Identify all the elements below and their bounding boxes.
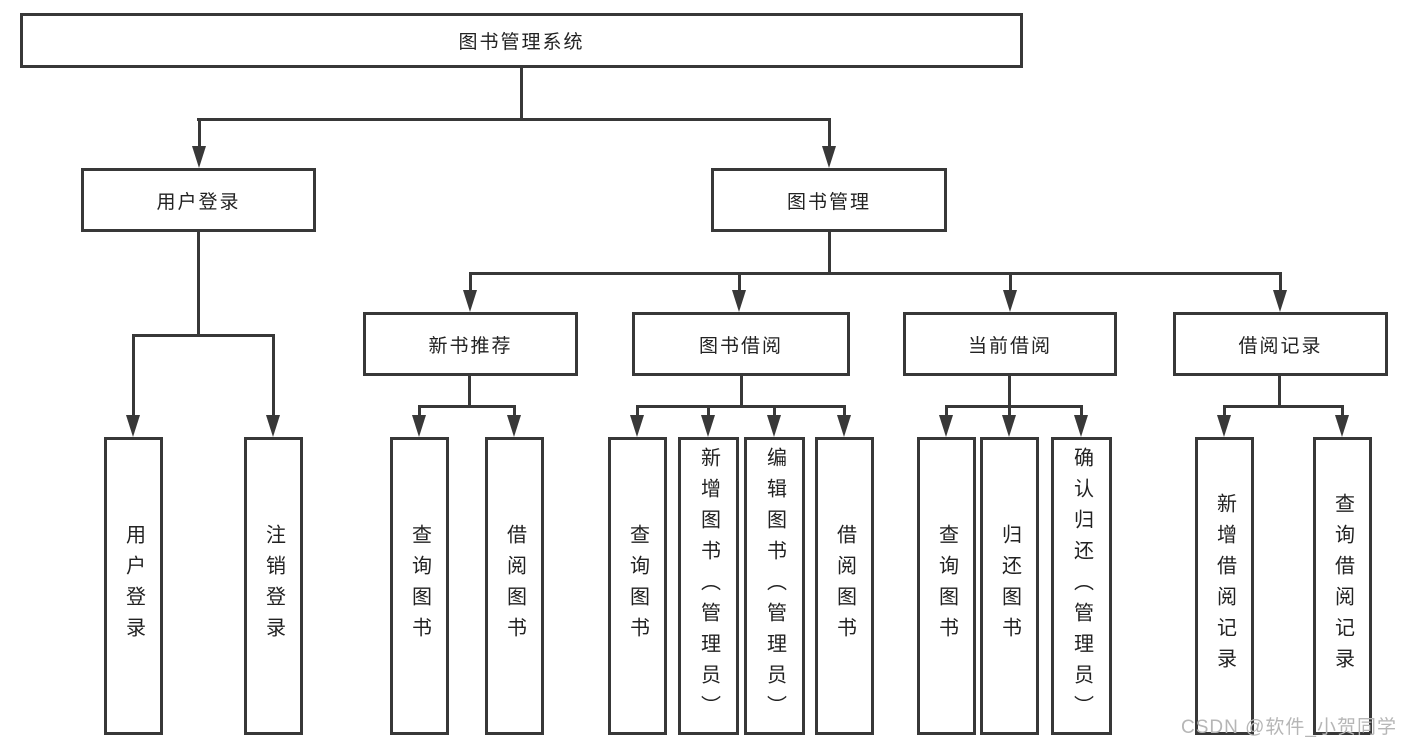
node-user-login-label: 用户登录 <box>156 191 241 213</box>
leaf-confirm-return-admin-label: 确认归还（管理员） <box>1070 446 1093 726</box>
node-library-system: 图书管理系统 <box>20 13 1023 68</box>
node-book-borrow: 图书借阅 <box>632 312 850 376</box>
leaf-logout-login: 注销登录 <box>244 437 303 735</box>
leaf-add-borrow-record: 新增借阅记录 <box>1195 437 1254 735</box>
node-library-system-label: 图书管理系统 <box>458 32 585 53</box>
leaf-query-books-borrow-label: 查询图书 <box>626 524 649 648</box>
connector-currentborrow-stem <box>1008 376 1011 408</box>
leaf-return-books: 归还图书 <box>980 437 1039 735</box>
leaf-user-login: 用户登录 <box>104 437 163 735</box>
leaf-query-books-recommend: 查询图书 <box>390 437 449 735</box>
node-current-borrow: 当前借阅 <box>903 312 1117 376</box>
arrow-down-icon <box>1273 290 1287 312</box>
node-new-book-recommend-label: 新书推荐 <box>428 335 513 357</box>
arrow-down-icon <box>1335 415 1349 437</box>
connector-drop <box>418 405 421 419</box>
leaf-borrow-books-recommend: 借阅图书 <box>485 437 544 735</box>
connector-drop <box>1008 405 1011 419</box>
leaf-borrow-books-recommend-label: 借阅图书 <box>503 524 526 648</box>
connector-userlogin-bar <box>132 334 274 337</box>
connector-root-stem <box>520 68 523 121</box>
arrow-down-icon <box>822 146 836 168</box>
connector-borrowrecords-stem <box>1278 376 1281 408</box>
arrow-down-icon <box>1074 415 1088 437</box>
arrow-down-icon <box>630 415 644 437</box>
node-user-login: 用户登录 <box>81 168 316 232</box>
connector-drop-leaf-login <box>132 334 135 419</box>
node-book-management-label: 图书管理 <box>786 191 871 213</box>
arrow-down-icon <box>732 290 746 312</box>
arrow-down-icon <box>939 415 953 437</box>
connector-drop <box>513 405 516 419</box>
connector-currentborrow-bar <box>945 405 1082 408</box>
connector-drop-user-login <box>198 118 201 150</box>
node-borrow-records-label: 借阅记录 <box>1238 335 1323 357</box>
node-new-book-recommend: 新书推荐 <box>363 312 578 376</box>
leaf-query-borrow-record-label: 查询借阅记录 <box>1331 493 1354 679</box>
leaf-query-books-borrow: 查询图书 <box>608 437 667 735</box>
arrow-down-icon <box>1002 415 1016 437</box>
arrow-down-icon <box>463 290 477 312</box>
csdn-watermark: CSDN @软件_小贺同学 <box>1181 717 1397 738</box>
connector-drop-current-borrow <box>1009 272 1012 294</box>
connector-root-bar <box>197 118 831 121</box>
leaf-edit-books-admin: 编辑图书（管理员） <box>744 437 805 735</box>
leaf-return-books-label: 归还图书 <box>998 524 1021 648</box>
connector-bookborrow-bar <box>636 405 845 408</box>
arrow-down-icon <box>701 415 715 437</box>
leaf-add-books-admin-label: 新增图书（管理员） <box>697 446 720 726</box>
connector-bookborrow-stem <box>740 376 743 408</box>
connector-drop <box>843 405 846 419</box>
leaf-borrow-books-label: 借阅图书 <box>833 524 856 648</box>
connector-newbook-stem <box>468 376 471 408</box>
connector-drop <box>636 405 639 419</box>
leaf-add-books-admin: 新增图书（管理员） <box>678 437 739 735</box>
connector-drop-borrow-records <box>1279 272 1282 294</box>
leaf-query-books-current: 查询图书 <box>917 437 976 735</box>
node-current-borrow-label: 当前借阅 <box>967 335 1052 357</box>
leaf-user-login-label: 用户登录 <box>122 524 145 648</box>
connector-drop <box>1341 405 1344 419</box>
arrow-down-icon <box>1217 415 1231 437</box>
leaf-confirm-return-admin: 确认归还（管理员） <box>1051 437 1112 735</box>
node-book-management: 图书管理 <box>711 168 947 232</box>
arrow-down-icon <box>192 146 206 168</box>
connector-drop-book-management <box>828 118 831 150</box>
leaf-query-books-current-label: 查询图书 <box>935 524 958 648</box>
arrow-down-icon <box>837 415 851 437</box>
connector-borrowrecords-bar <box>1223 405 1343 408</box>
leaf-edit-books-admin-label: 编辑图书（管理员） <box>763 446 786 726</box>
leaf-query-borrow-record: 查询借阅记录 <box>1313 437 1372 735</box>
connector-bookmgmt-stem <box>828 232 831 275</box>
arrow-down-icon <box>507 415 521 437</box>
connector-userlogin-stem <box>197 232 200 336</box>
connector-drop-leaf-logout <box>272 334 275 419</box>
leaf-add-borrow-record-label: 新增借阅记录 <box>1213 493 1236 679</box>
arrow-down-icon <box>767 415 781 437</box>
arrow-down-icon <box>266 415 280 437</box>
connector-bookmgmt-bar <box>469 272 1281 275</box>
connector-drop <box>945 405 948 419</box>
node-borrow-records: 借阅记录 <box>1173 312 1388 376</box>
connector-drop <box>1223 405 1226 419</box>
leaf-logout-login-label: 注销登录 <box>262 524 285 648</box>
connector-drop <box>1080 405 1083 419</box>
connector-drop <box>707 405 710 419</box>
connector-newbook-bar <box>418 405 515 408</box>
arrow-down-icon <box>1003 290 1017 312</box>
connector-drop-book-borrow <box>738 272 741 294</box>
leaf-borrow-books: 借阅图书 <box>815 437 874 735</box>
arrow-down-icon <box>412 415 426 437</box>
arrow-down-icon <box>126 415 140 437</box>
node-book-borrow-label: 图书借阅 <box>698 335 783 357</box>
connector-drop <box>773 405 776 419</box>
connector-drop-new-book <box>469 272 472 294</box>
leaf-query-books-recommend-label: 查询图书 <box>408 524 431 648</box>
